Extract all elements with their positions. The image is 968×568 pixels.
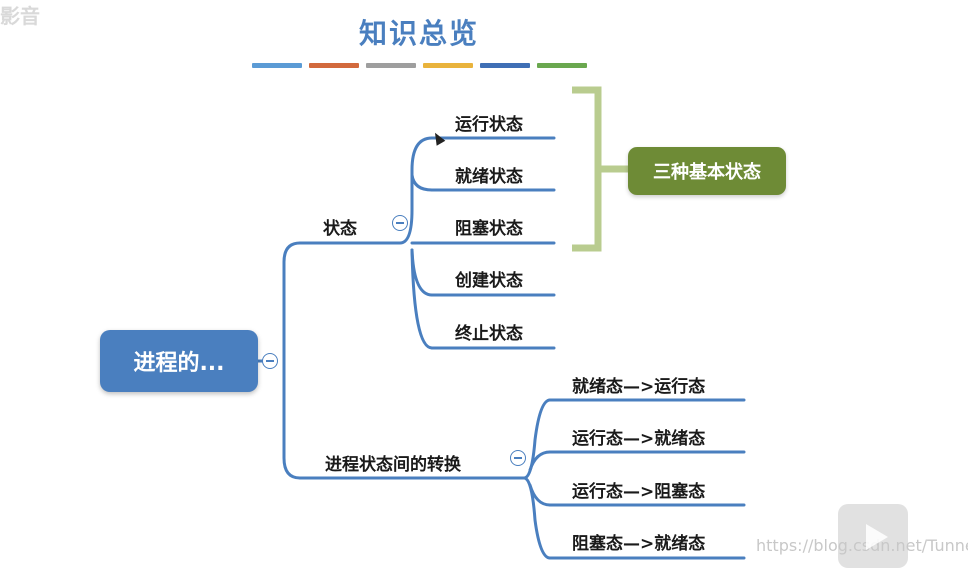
state-item-terminated[interactable]: 终止状态 (455, 324, 523, 344)
transition-item-2[interactable]: 运行态—>就绪态 (572, 429, 706, 449)
transitions-fan (500, 398, 552, 480)
branch-transitions-label[interactable]: 进程状态间的转换 (325, 455, 461, 475)
title-stripe (480, 63, 530, 68)
states-fan (382, 136, 434, 245)
page-title: 知识总览 (358, 17, 479, 50)
transition-item-3[interactable]: 运行态—>阻塞态 (572, 482, 706, 502)
state-item-running[interactable]: 运行状态 (455, 115, 523, 135)
title-stripe (366, 63, 416, 68)
play-icon[interactable] (838, 504, 908, 568)
transition-item-4[interactable]: 阻塞态—>就绪态 (572, 534, 706, 554)
watermark-logo: 影音 (0, 4, 40, 28)
summary-node[interactable]: 三种基本状态 (628, 147, 786, 195)
state-item-ready[interactable]: 就绪状态 (455, 167, 523, 187)
root-trunk (282, 241, 302, 480)
title-stripe (309, 63, 359, 68)
states-collapse-icon[interactable] (392, 215, 408, 231)
root-collapse-icon[interactable] (262, 353, 278, 369)
title-stripe (537, 63, 587, 68)
summary-bracket (572, 86, 628, 252)
root-node[interactable]: 进程的... (100, 330, 258, 392)
title-stripe (252, 63, 302, 68)
state-item-blocked[interactable]: 阻塞状态 (455, 219, 523, 239)
transitions-collapse-icon[interactable] (510, 450, 526, 466)
title-stripe (423, 63, 473, 68)
transition-item-1[interactable]: 就绪态—>运行态 (572, 377, 706, 397)
state-item-created[interactable]: 创建状态 (455, 271, 523, 291)
branch-states-label[interactable]: 状态 (323, 219, 357, 239)
